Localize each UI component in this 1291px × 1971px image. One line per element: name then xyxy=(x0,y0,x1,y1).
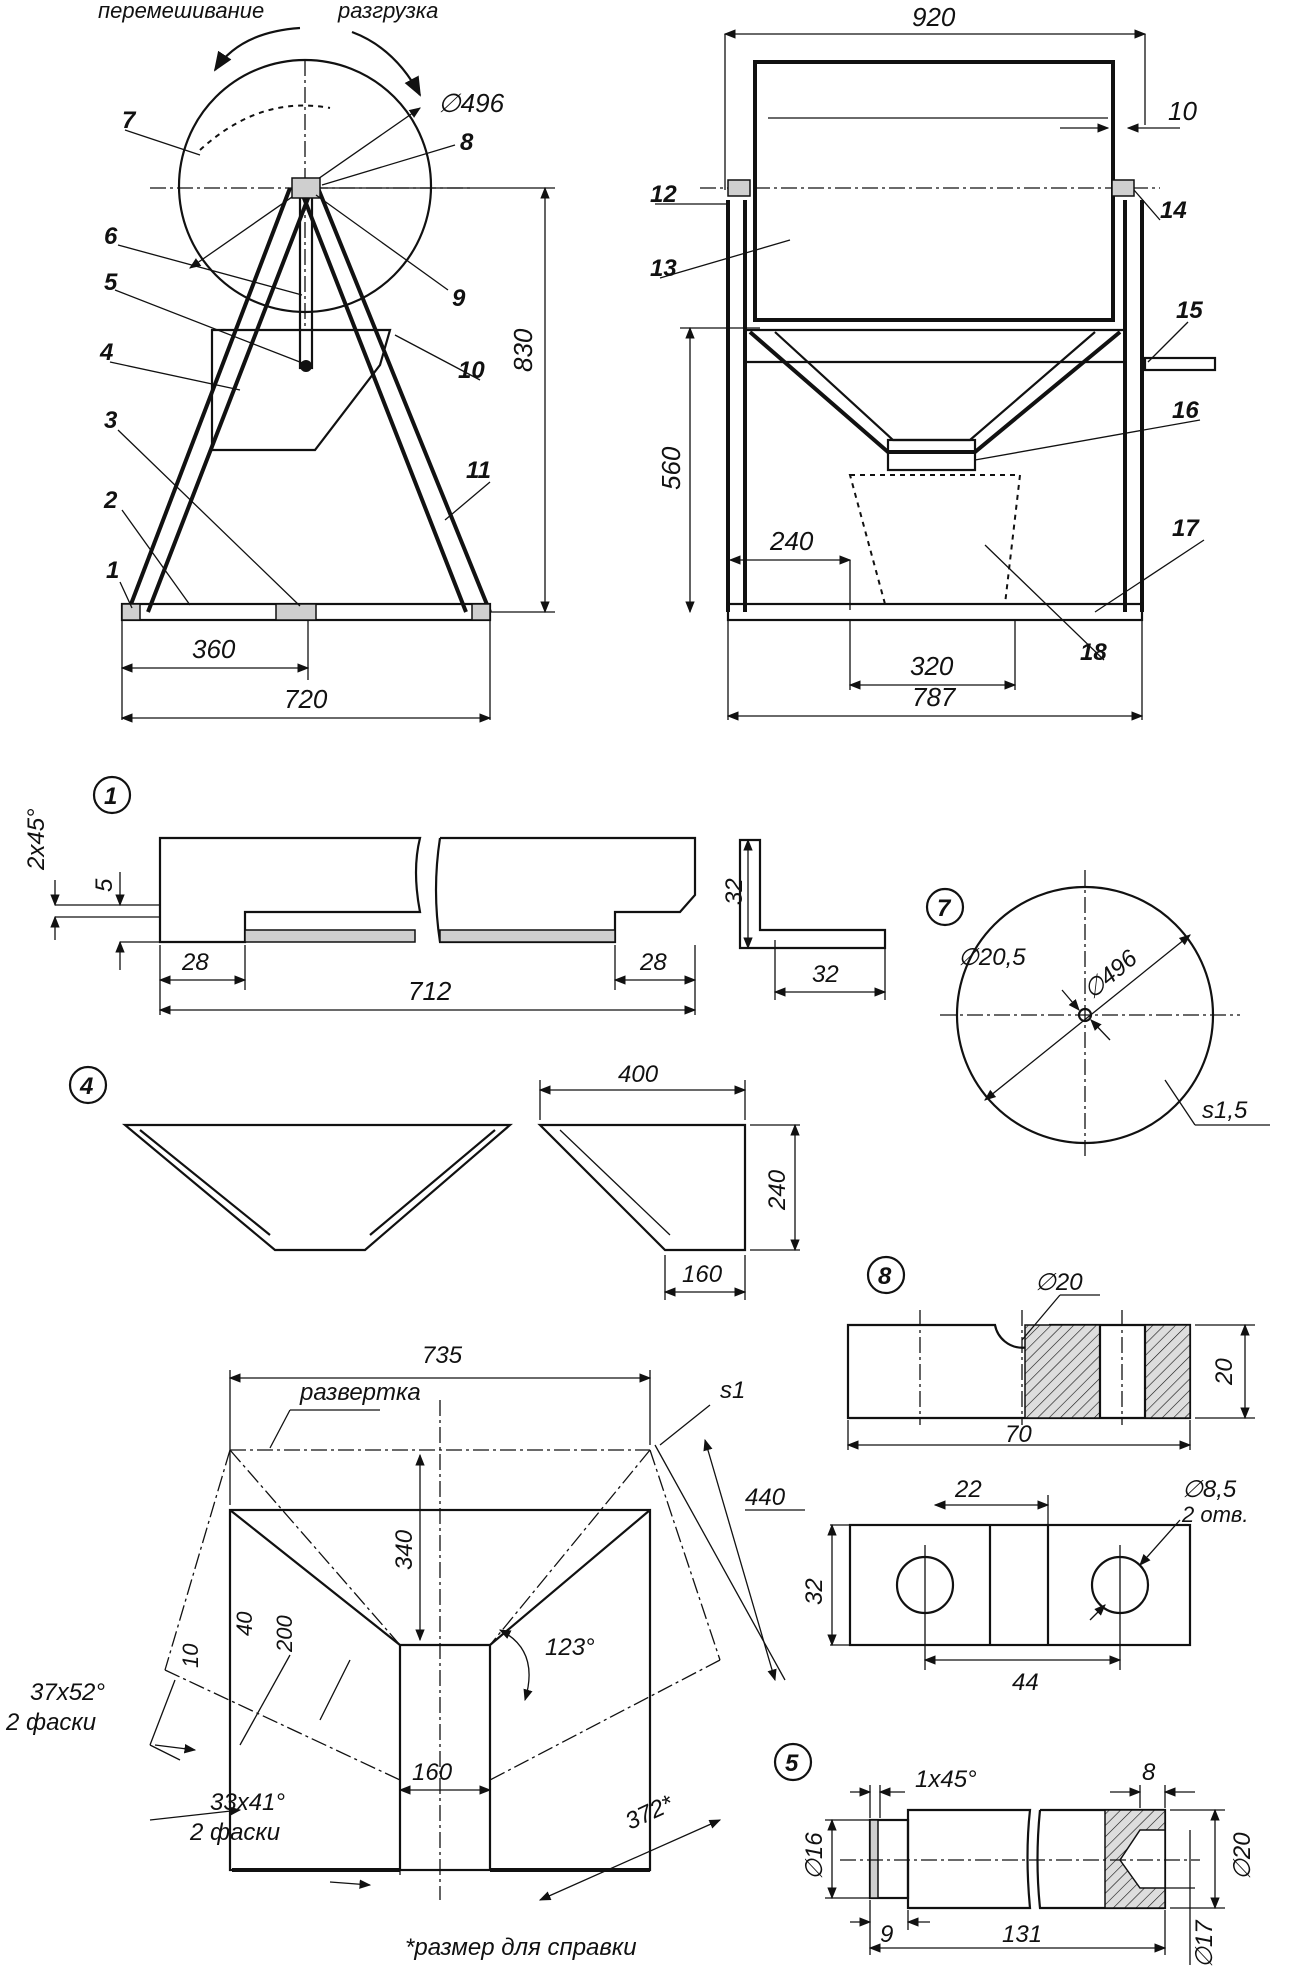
detail-7-dia: ∅496 xyxy=(1079,944,1144,1004)
callout-13: 13 xyxy=(650,255,677,282)
callout-1: 1 xyxy=(106,557,119,584)
side-height-dim: 560 xyxy=(656,446,686,490)
detail-4-top: 400 xyxy=(618,1061,659,1088)
detail-1-step: 5 xyxy=(91,878,118,892)
callout-15: 15 xyxy=(1176,297,1203,324)
hopper-side: 440 xyxy=(745,1484,786,1511)
detail-5-chamfer: 1x45° xyxy=(915,1766,977,1793)
hopper-angle: 123° xyxy=(545,1634,595,1661)
detail-7-hole: ∅20,5 xyxy=(958,944,1026,971)
base-total-dim: 787 xyxy=(912,682,957,712)
detail-4: 4 400 240 160 xyxy=(68,1061,800,1300)
detail-1-length: 712 xyxy=(408,976,452,1006)
detail-1-angle-w: 32 xyxy=(812,961,839,988)
height-dim: 830 xyxy=(508,328,538,372)
detail-8-spacing-44: 44 xyxy=(1012,1669,1039,1696)
side-view: 920 10 560 240 320 787 12 13 14 15 16 17… xyxy=(650,2,1217,721)
hopper-dim-10: 10 xyxy=(178,1643,203,1668)
callout-18: 18 xyxy=(1080,639,1107,666)
hopper-depth: 340 xyxy=(391,1529,418,1570)
front-view: перемешивание разгрузка ∅496 830 360 720… xyxy=(98,0,555,723)
half-width-dim: 360 xyxy=(192,634,236,664)
hopper-bottom: 160 xyxy=(412,1759,453,1786)
callout-8: 8 xyxy=(460,129,474,156)
callout-2: 2 xyxy=(103,487,118,514)
detail-5-len-9: 9 xyxy=(880,1921,893,1948)
detail-5-number: 5 xyxy=(785,1750,799,1777)
detail-8-number: 8 xyxy=(878,1263,892,1290)
detail-5-len-131: 131 xyxy=(1002,1921,1042,1948)
detail-7-thickness: s1,5 xyxy=(1202,1097,1248,1124)
callout-3: 3 xyxy=(104,407,118,434)
detail-hopper: 735 развертка s1 440 340 123° 10 40 200 … xyxy=(5,1342,805,1961)
detail-5-dia-16: ∅16 xyxy=(801,1832,828,1880)
detail-4-height: 240 xyxy=(764,1169,791,1211)
callout-4: 4 xyxy=(99,339,113,366)
drum-side xyxy=(753,60,1115,322)
hopper-dim-40: 40 xyxy=(232,1611,257,1636)
label-mixing: перемешивание xyxy=(98,0,264,23)
callout-11: 11 xyxy=(466,457,491,484)
callout-7: 7 xyxy=(122,107,137,134)
detail-8-height: 20 xyxy=(1211,1358,1238,1386)
hopper-chamfer1: 37x52° xyxy=(30,1679,105,1706)
callout-16: 16 xyxy=(1172,397,1199,424)
hopper-unfold-label: развертка xyxy=(299,1379,421,1406)
hopper-chamfer2: 33x41° xyxy=(210,1789,285,1816)
total-width-dim: 720 xyxy=(284,684,328,714)
base-inner-dim: 320 xyxy=(910,651,954,681)
detail-8-holes: ∅8,5 xyxy=(1182,1476,1237,1503)
detail-1-end-right: 28 xyxy=(639,949,667,976)
callout-9: 9 xyxy=(452,285,466,312)
hopper-dim-200: 200 xyxy=(272,1615,297,1653)
detail-4-number: 4 xyxy=(79,1073,93,1100)
callout-10: 10 xyxy=(458,357,485,384)
callout-6: 6 xyxy=(104,223,118,250)
detail-8-width: 32 xyxy=(801,1578,828,1605)
detail-5-dim-8: 8 xyxy=(1142,1759,1156,1786)
detail-4-bottom: 160 xyxy=(682,1261,723,1288)
hopper-width: 735 xyxy=(422,1342,463,1369)
detail-8: 8 ∅20 20 70 22 ∅8,5 xyxy=(801,1255,1255,1696)
hopper-thickness: s1 xyxy=(720,1377,745,1404)
hopper-footnote: *размер для справки xyxy=(405,1934,637,1961)
detail-8-hole-dia: ∅20 xyxy=(1035,1269,1083,1296)
detail-1: 1 2x45° 5 28 28 712 32 32 xyxy=(23,775,887,1015)
drum-diameter: ∅496 xyxy=(438,88,505,118)
detail-5-dia-20: ∅20 xyxy=(1229,1832,1256,1880)
label-unloading: разгрузка xyxy=(337,0,438,23)
callout-5: 5 xyxy=(104,269,118,296)
callout-12: 12 xyxy=(650,181,677,208)
detail-8-length: 70 xyxy=(1005,1421,1032,1448)
detail-7: 7 ∅20,5 ∅496 s1,5 xyxy=(925,870,1270,1160)
callout-14: 14 xyxy=(1160,197,1187,224)
detail-8-holes-count: 2 отв. xyxy=(1181,1502,1249,1527)
detail-5-dia-17: ∅17 xyxy=(1191,1919,1218,1968)
hopper-chamfer2-note: 2 фаски xyxy=(189,1819,280,1846)
detail-8-spacing-22: 22 xyxy=(954,1476,982,1503)
detail-7-number: 7 xyxy=(937,895,952,922)
gap-dim: 10 xyxy=(1168,96,1197,126)
detail-1-angle-h: 32 xyxy=(721,878,748,905)
offset-dim: 240 xyxy=(769,526,814,556)
detail-1-chamfer: 2x45° xyxy=(23,808,50,871)
detail-5: 5 1x45° 8 ∅16 ∅20 ∅17 xyxy=(773,1742,1256,1968)
hopper-chamfer1-note: 2 фаски xyxy=(5,1709,96,1736)
length-dim: 920 xyxy=(912,2,956,32)
detail-1-end-left: 28 xyxy=(181,949,209,976)
detail-1-number: 1 xyxy=(104,783,117,810)
callout-17: 17 xyxy=(1172,515,1200,542)
